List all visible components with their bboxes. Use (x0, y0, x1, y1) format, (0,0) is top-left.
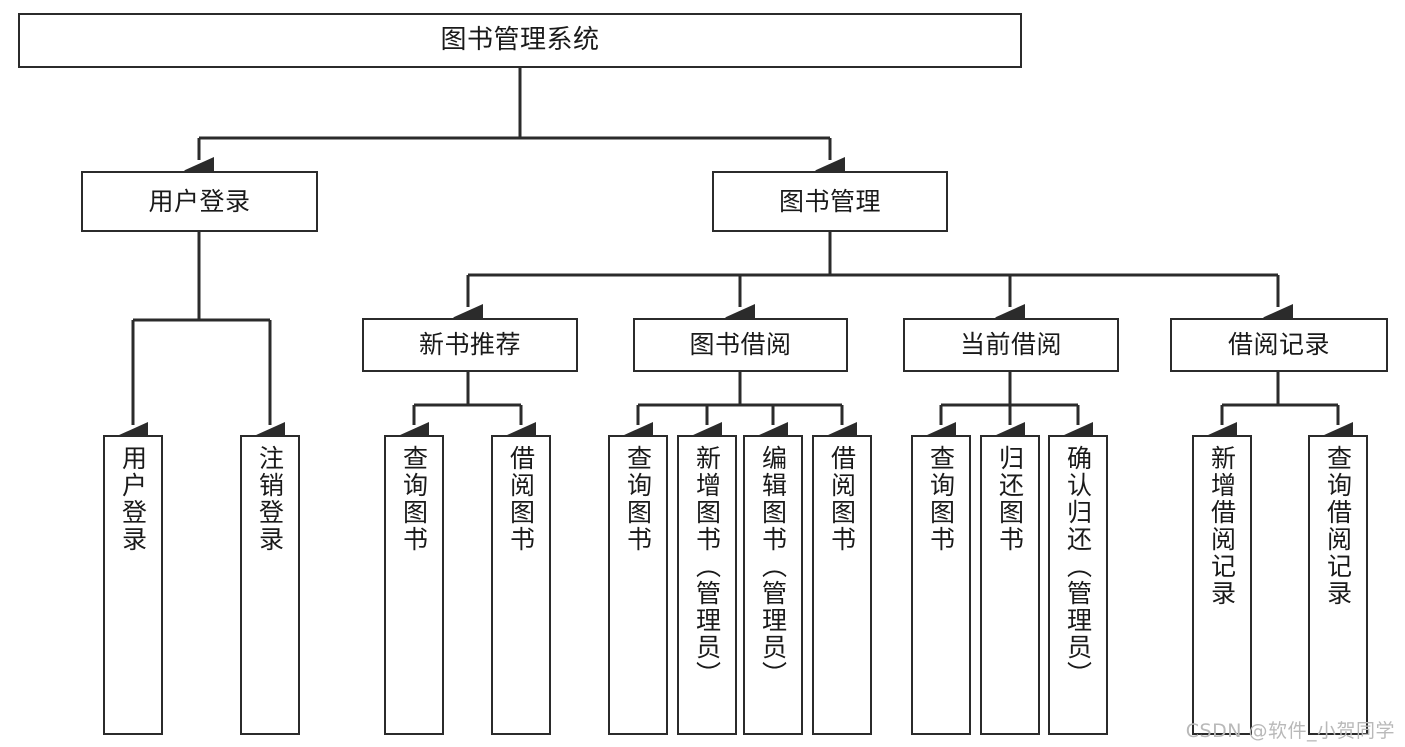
node-leaf-query-book-1[interactable]: 查询图书 (384, 435, 444, 735)
node-leaf-edit-book[interactable]: 编辑图书（管理员） (743, 435, 803, 735)
node-label: 编辑图书（管理员） (758, 445, 788, 688)
watermark-text: CSDN @软件_小贺同学 (1185, 720, 1395, 742)
node-label: 当前借阅 (959, 330, 1062, 360)
node-label: 查询图书 (623, 445, 653, 553)
node-label: 借阅记录 (1227, 330, 1330, 360)
node-label: 新增图书（管理员） (692, 445, 722, 688)
node-leaf-add-book[interactable]: 新增图书（管理员） (677, 435, 737, 735)
node-leaf-confirm-return[interactable]: 确认归还（管理员） (1048, 435, 1108, 735)
node-label: 图书借阅 (689, 330, 792, 360)
node-leaf-add-record[interactable]: 新增借阅记录 (1192, 435, 1252, 735)
node-new-book-recommend[interactable]: 新书推荐 (362, 318, 578, 372)
node-label: 新书推荐 (418, 330, 521, 360)
node-label: 注销登录 (255, 445, 285, 553)
node-label: 新增借阅记录 (1207, 445, 1237, 607)
node-root-book-management-system[interactable]: 图书管理系统 (18, 13, 1022, 68)
node-current-borrow[interactable]: 当前借阅 (903, 318, 1119, 372)
node-label: 查询图书 (926, 445, 956, 553)
node-leaf-logout-login[interactable]: 注销登录 (240, 435, 300, 735)
node-label: 借阅图书 (506, 445, 536, 553)
node-leaf-return-book[interactable]: 归还图书 (980, 435, 1040, 735)
node-user-login[interactable]: 用户登录 (81, 171, 318, 232)
node-leaf-query-book-2[interactable]: 查询图书 (608, 435, 668, 735)
node-label: 用户登录 (118, 445, 148, 553)
node-book-borrow[interactable]: 图书借阅 (633, 318, 848, 372)
node-leaf-borrow-book-1[interactable]: 借阅图书 (491, 435, 551, 735)
node-leaf-borrow-book-2[interactable]: 借阅图书 (812, 435, 872, 735)
node-label: 确认归还（管理员） (1063, 445, 1093, 688)
node-leaf-query-record[interactable]: 查询借阅记录 (1308, 435, 1368, 735)
node-label: 查询图书 (399, 445, 429, 553)
node-borrow-record[interactable]: 借阅记录 (1170, 318, 1388, 372)
node-book-manage[interactable]: 图书管理 (712, 171, 948, 232)
node-label: 用户登录 (148, 186, 251, 216)
node-label: 查询借阅记录 (1323, 445, 1353, 607)
node-leaf-user-login[interactable]: 用户登录 (103, 435, 163, 735)
node-label: 归还图书 (995, 445, 1025, 553)
node-label: 图书管理 (778, 186, 881, 216)
node-label: 图书管理系统 (440, 25, 600, 56)
node-leaf-query-book-3[interactable]: 查询图书 (911, 435, 971, 735)
node-label: 借阅图书 (827, 445, 857, 553)
